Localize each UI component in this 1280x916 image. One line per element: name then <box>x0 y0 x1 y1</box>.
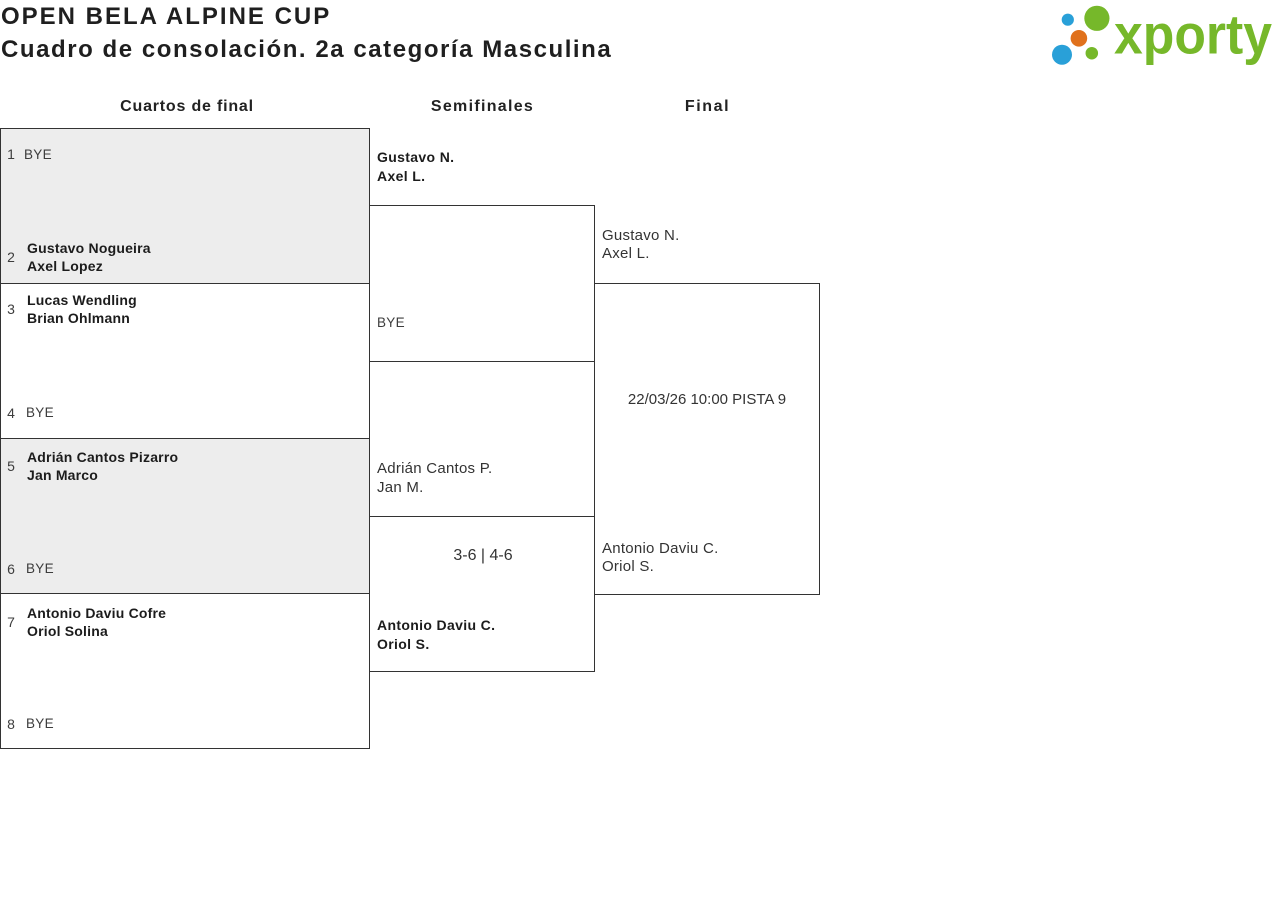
svg-text:xporty: xporty <box>1114 3 1272 66</box>
